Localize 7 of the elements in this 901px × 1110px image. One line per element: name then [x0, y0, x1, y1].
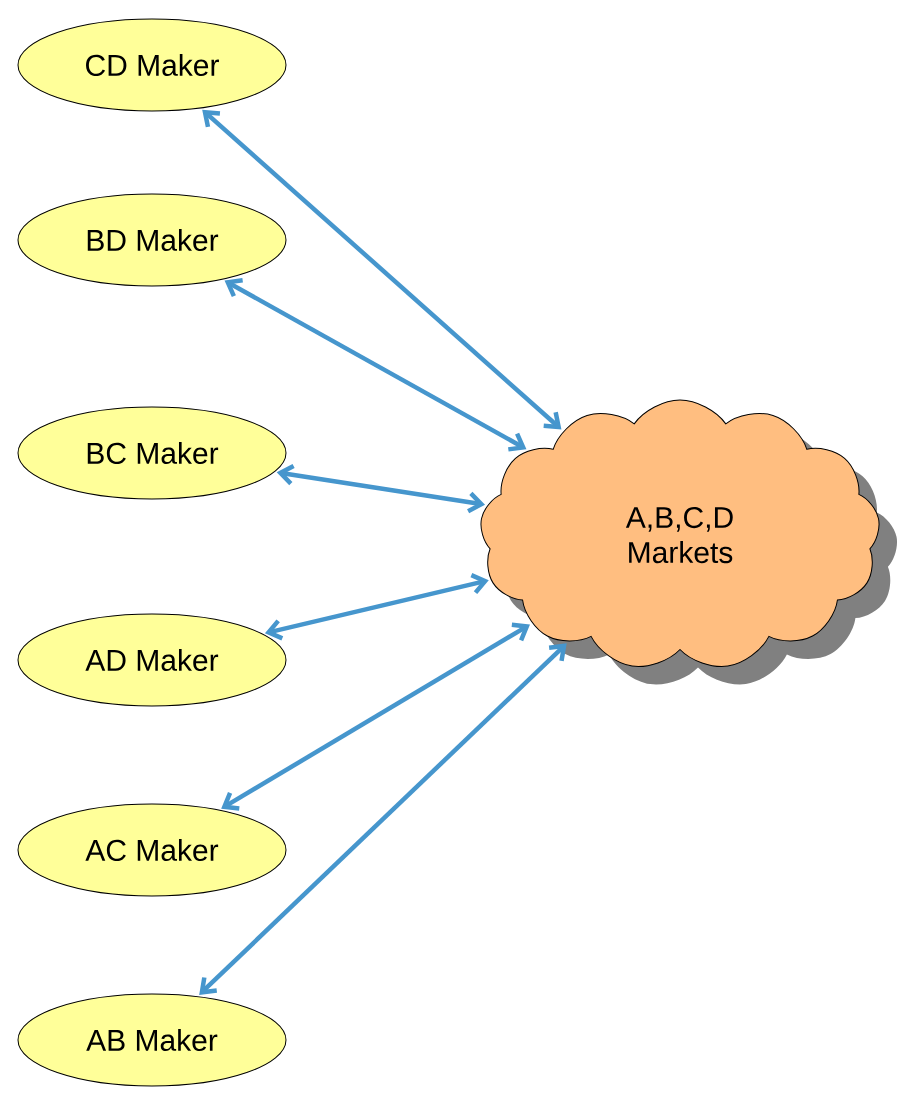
cloud: A,B,C,D Markets	[480, 399, 898, 685]
arrow	[276, 463, 486, 514]
arrow	[202, 109, 562, 430]
arrow	[221, 622, 530, 811]
arrow	[264, 573, 489, 641]
arrow	[199, 643, 567, 995]
arrow	[224, 278, 527, 452]
